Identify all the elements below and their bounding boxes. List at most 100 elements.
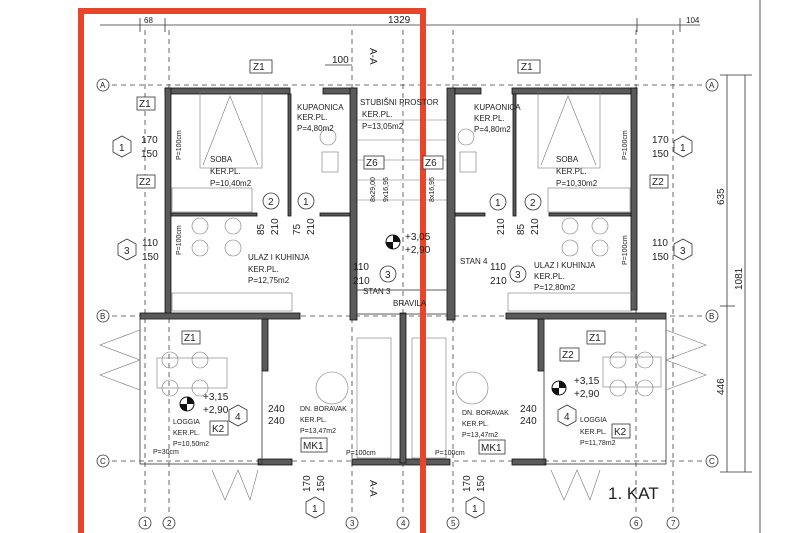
tag-z2-right: Z2: [652, 177, 664, 188]
tag-z1-top-left: Z1: [253, 62, 265, 73]
loggia-floor: KER.PL.: [173, 430, 200, 437]
door-2-mark: 2: [268, 197, 274, 208]
stairs-level-top: +3,05: [405, 232, 431, 243]
stairs-area: P=13,05m2: [362, 122, 404, 131]
loggia-area: P=10,50m2: [173, 441, 209, 448]
window-1-width: 170: [141, 135, 158, 146]
door-1-width: 75: [292, 223, 303, 235]
loggia-parapet: P=30cm: [153, 449, 179, 456]
window-3-mark: 3: [680, 246, 686, 257]
window-bottom-height: 150: [476, 475, 487, 492]
dim-stair-gap: 100: [332, 55, 349, 66]
living-area: P=13,47m2: [462, 432, 498, 439]
tag-z1-loggia: Z1: [184, 333, 196, 344]
axis-b-left: B: [100, 312, 105, 321]
parapet-bedroom: P=100cm: [176, 130, 183, 160]
door-4-width: 240: [268, 404, 285, 415]
kitchen-name: ULAZ I KUHINJA: [534, 261, 596, 270]
dim-right-lower: 446: [716, 378, 727, 395]
axis-col-5: 5: [451, 519, 456, 528]
axis-b-right: B: [709, 312, 714, 321]
dim-top-left: 68: [144, 16, 153, 25]
door-2-height: 210: [530, 218, 541, 235]
window-1-height: 150: [652, 149, 669, 160]
stairs-steps-a: 8x29,00: [370, 177, 377, 202]
dim-right-total: 1081: [734, 267, 745, 290]
stairs-name: STUBIŠNI PROSTOR: [360, 98, 439, 107]
tag-z1-left: Z1: [139, 99, 151, 110]
tag-mk1-left: MK1: [303, 441, 324, 452]
loggia-level-top: +3,15: [574, 376, 600, 387]
door-4-mark: 4: [235, 412, 241, 423]
door-2-width: 85: [516, 223, 527, 235]
loggia-name: LOGGIA: [580, 417, 607, 424]
stairs-cleaning-label: BRAVILA: [393, 299, 427, 308]
door-3-height: 210: [353, 276, 370, 287]
window-3-width: 110: [652, 238, 668, 249]
axis-c-left: C: [100, 457, 106, 466]
parapet-kitchen: P=100cm: [176, 225, 183, 255]
window-bottom-width: 170: [462, 475, 473, 492]
window-1-width: 170: [652, 135, 669, 146]
loggia-floor: KER.PL.: [580, 429, 607, 436]
door-4-width: 240: [520, 404, 537, 415]
kitchen-name: ULAZ I KUHINJA: [248, 253, 310, 262]
tag-k2-left: K2: [212, 424, 225, 435]
loggia-level-top: +3,15: [203, 392, 229, 403]
window-3-mark: 3: [124, 246, 130, 257]
living-floor: KER.PL.: [300, 417, 327, 424]
parapet-living: P=100cm: [435, 450, 465, 457]
section-marker-top: A-A: [367, 48, 378, 65]
door-3-width: 110: [490, 262, 506, 273]
living-area: P=13,47m2: [300, 428, 336, 435]
floor-title: 1. KAT: [608, 484, 659, 503]
living-floor: KER.PL.: [462, 421, 489, 428]
living-name: DN. BORAVAK: [462, 410, 509, 417]
bathroom-area: P=4,80m2: [474, 125, 511, 134]
kitchen-floor: KER.PL.: [534, 272, 565, 281]
axis-col-1: 1: [143, 519, 148, 528]
tag-z1-top-right: Z1: [521, 62, 533, 73]
kitchen-area: P=12,80m2: [534, 283, 576, 292]
axis-col-4: 4: [401, 519, 406, 528]
right-dimension-chain: 635 1081 446: [716, 0, 761, 533]
bedroom-name: SOBA: [210, 155, 233, 164]
axis-col-6: 6: [634, 519, 639, 528]
axis-a-left: A: [100, 81, 106, 90]
door-1-mark: 1: [303, 197, 309, 208]
dim-top-total: 1329: [388, 15, 411, 26]
bedroom-floor: KER.PL.: [210, 167, 241, 176]
door-3-mark: 3: [385, 270, 391, 281]
door-3-width: 110: [353, 262, 369, 273]
loggia-area: P=11,78m2: [580, 440, 616, 447]
right-unit: Z1 KUPAONICA KER.PL. P=4,80m2 SOBA KER.P…: [435, 59, 693, 519]
bathroom-floor: KER.PL.: [474, 114, 505, 123]
bedroom-area: P=10,30m2: [556, 179, 598, 188]
door-2-mark: 2: [530, 198, 536, 209]
top-dimension-chain: 68 1329 104 100: [100, 15, 700, 66]
axis-a-right: A: [709, 81, 715, 90]
dim-right-upper: 635: [716, 188, 727, 205]
axis-col-3: 3: [350, 519, 355, 528]
stairs-steps-c: 8x16,95: [429, 177, 436, 202]
red-highlight-frame: [78, 8, 426, 533]
window-3-width: 110: [142, 238, 158, 249]
stairs-steps-b: 9x16,95: [383, 177, 390, 202]
tag-z1-loggia: Z1: [589, 333, 601, 344]
window-3-height: 150: [652, 252, 669, 263]
loggia-name: LOGGIA: [173, 419, 200, 426]
loggia-level-bottom: +2,90: [203, 405, 229, 416]
bathroom-name: KUPAONICA: [474, 103, 521, 112]
window-1-mark: 1: [119, 143, 125, 154]
window-bottom-mark: 1: [312, 504, 318, 515]
window-bottom-mark: 1: [472, 504, 478, 515]
tag-mk1-right: MK1: [481, 443, 502, 454]
window-bottom-width: 170: [302, 475, 313, 492]
door-3-mark: 3: [515, 270, 521, 281]
kitchen-area: P=12,75m2: [248, 276, 290, 285]
door-3-height: 210: [490, 276, 507, 287]
parapet-bedroom: P=100cm: [622, 130, 629, 160]
door-2-width: 85: [256, 223, 267, 235]
unit-name: STAN 3: [363, 287, 391, 296]
door-4-height: 240: [268, 416, 285, 427]
